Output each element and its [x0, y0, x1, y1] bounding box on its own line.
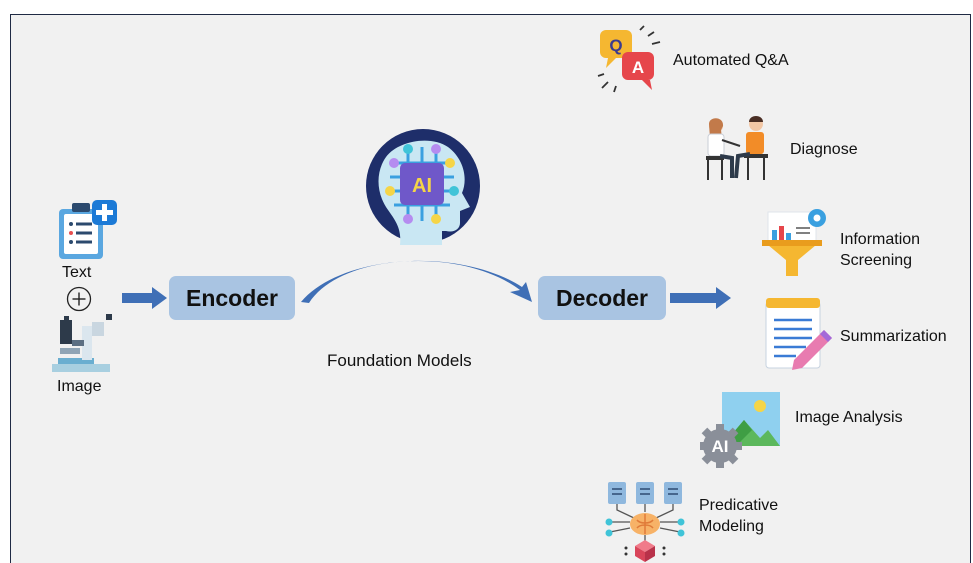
document-pen-icon — [762, 296, 834, 372]
ai-head-icon: AI — [364, 127, 482, 245]
decoder-box: Decoder — [538, 276, 666, 320]
image-ai-icon: AI — [700, 390, 782, 470]
curved-arrow — [301, 260, 532, 303]
ai-chip-text: AI — [412, 175, 432, 197]
neural-network-icon — [604, 480, 690, 562]
text-input-label: Text — [62, 264, 92, 281]
output-label-image-analysis: Image Analysis — [795, 409, 903, 426]
q-letter: Q — [609, 36, 622, 55]
encoder-box: Encoder — [169, 276, 295, 320]
output-label-diagnose: Diagnose — [790, 141, 858, 158]
plus-circle-icon — [66, 286, 92, 312]
clipboard-plus-icon — [57, 199, 119, 261]
output-label-summarization: Summarization — [840, 328, 947, 345]
image-input-label: Image — [57, 378, 102, 395]
qa-bubbles-icon: Q A — [594, 24, 664, 94]
output-label-predicative-modeling: Predicative Modeling — [699, 497, 779, 535]
image-ai-text: AI — [712, 437, 729, 456]
foundation-models-label: Foundation Models — [327, 351, 472, 370]
output-label-qa: Automated Q&A — [673, 52, 789, 69]
doctor-patient-icon — [700, 114, 774, 184]
a-letter: A — [632, 58, 644, 77]
input-arrow — [122, 287, 167, 309]
funnel-chart-icon — [760, 208, 830, 280]
output-label-screening: Information Screening — [840, 231, 921, 269]
output-arrow — [670, 287, 731, 309]
microscope-icon — [50, 312, 116, 374]
